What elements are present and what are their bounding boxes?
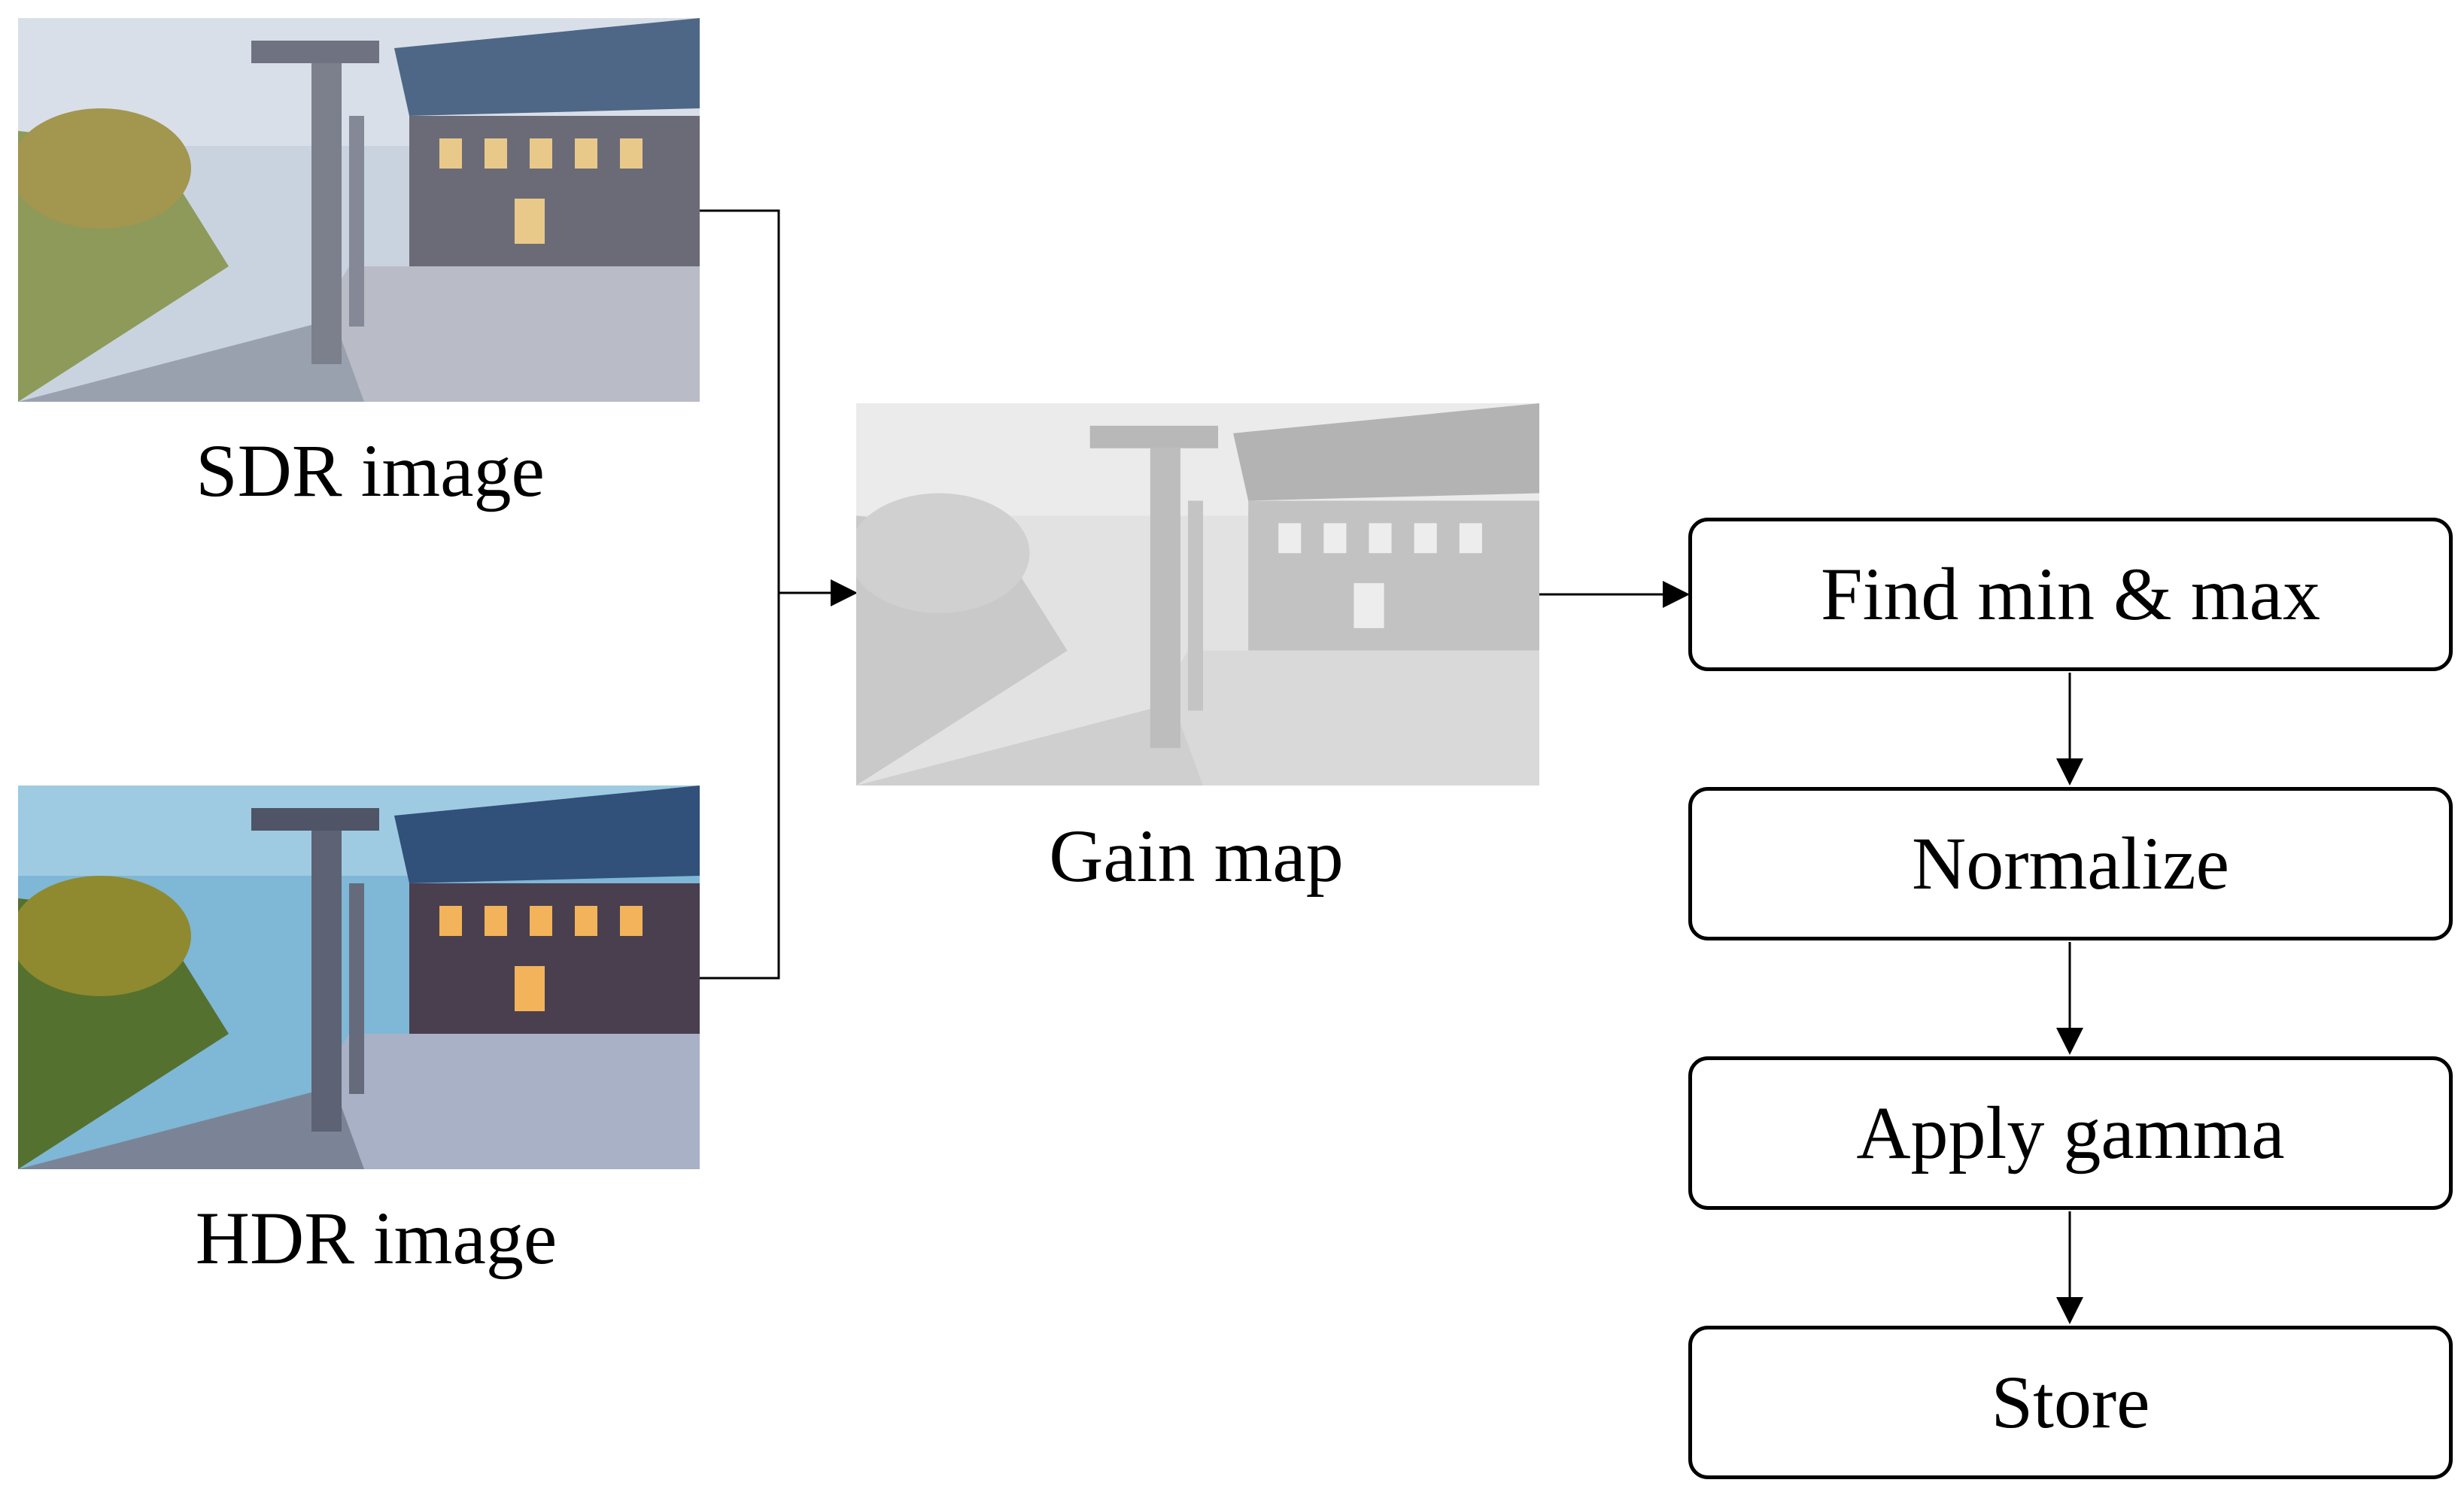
arrow-to-apply-gamma — [2056, 1028, 2083, 1055]
normalize-box: Normalize — [1688, 787, 2453, 940]
hdr-image-caption: HDR image — [195, 1196, 558, 1280]
arrow-to-store — [2056, 1297, 2083, 1324]
arrow-to-find-min-max — [1663, 581, 1690, 608]
arrow-to-gain-map — [831, 579, 858, 606]
store-box: Store — [1688, 1326, 2453, 1479]
normalize-label: Normalize — [1911, 822, 2230, 905]
merge-connector — [698, 209, 835, 980]
gain-map-image — [856, 403, 1539, 785]
apply-gamma-box: Apply gamma — [1688, 1056, 2453, 1210]
hdr-image — [18, 785, 700, 1169]
gain-map-caption: Gain map — [1049, 814, 1344, 898]
sdr-image-caption: SDR image — [196, 429, 545, 512]
apply-gamma-label: Apply gamma — [1856, 1091, 2285, 1174]
find-min-max-label: Find min & max — [1821, 552, 2320, 636]
sdr-image — [18, 18, 700, 402]
store-label: Store — [1991, 1360, 2150, 1444]
find-min-max-box: Find min & max — [1688, 518, 2453, 671]
arrow-to-normalize — [2056, 758, 2083, 785]
